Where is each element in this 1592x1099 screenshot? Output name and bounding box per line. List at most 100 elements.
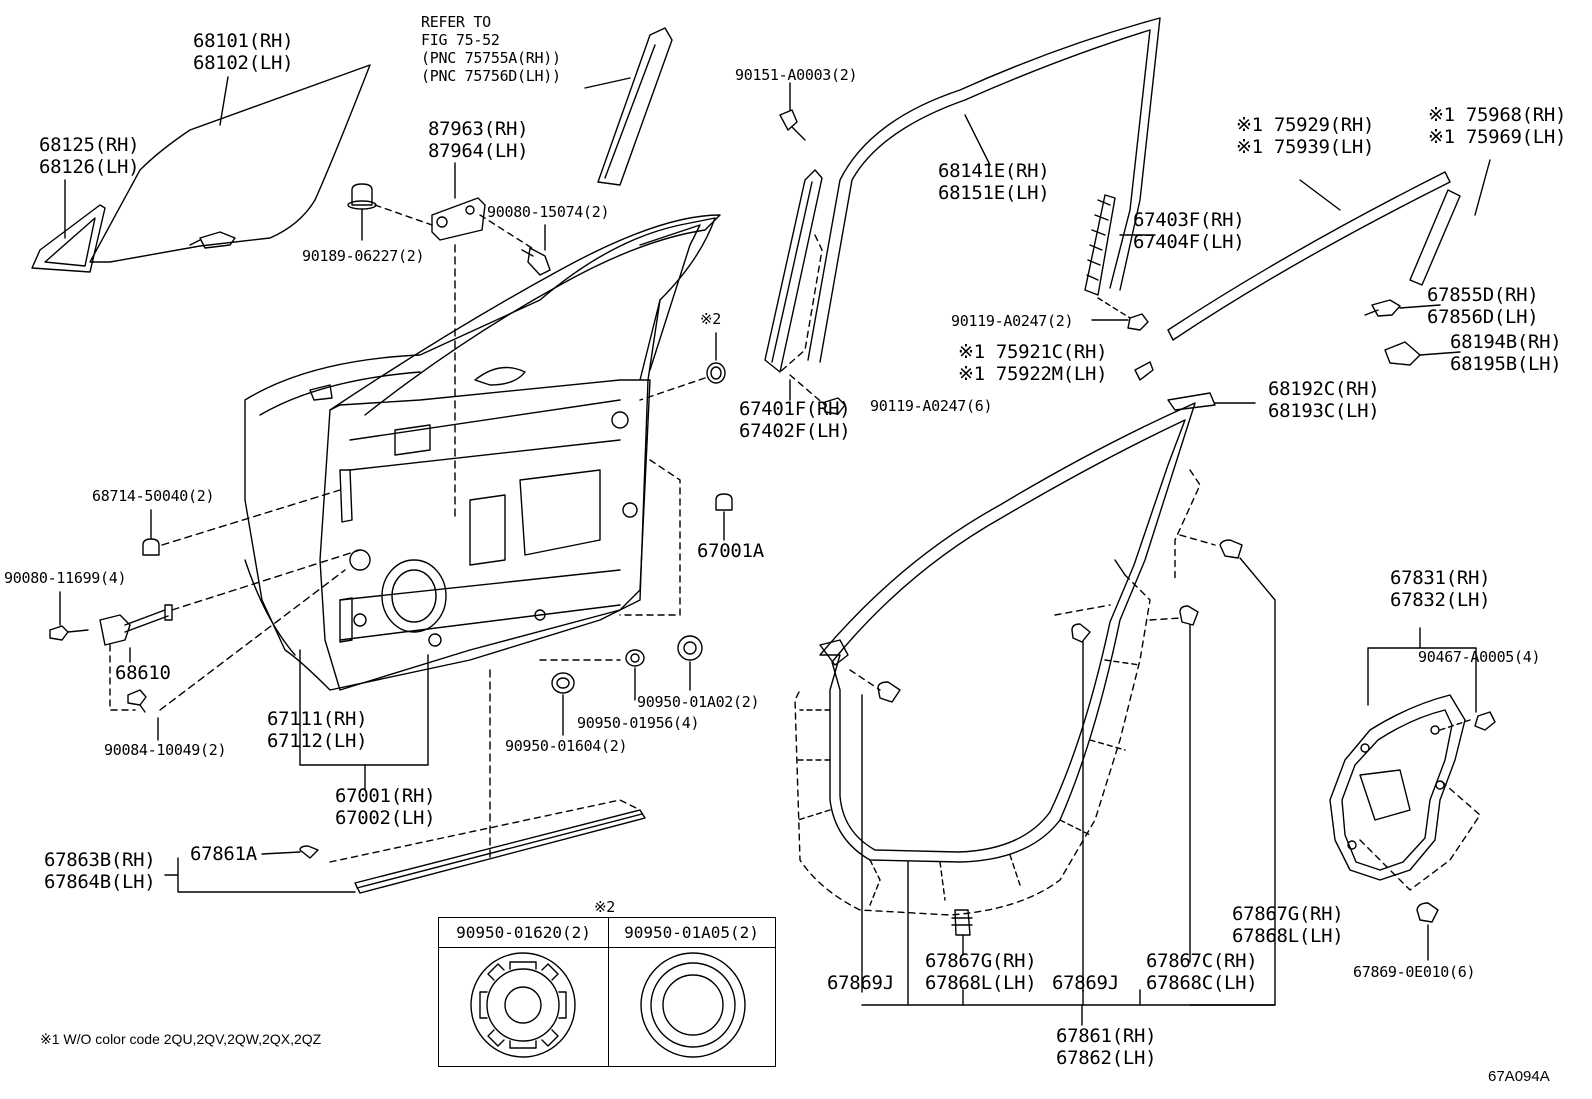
leader-68194 xyxy=(1419,351,1461,356)
dash-ws-6 xyxy=(849,669,881,691)
weatherstrip-clips-drawing xyxy=(877,539,1243,936)
clip-68714-drawing xyxy=(142,538,160,556)
plug-01620-drawing xyxy=(470,952,576,1058)
label-90080-15074: 90080-15074(2) xyxy=(487,203,610,221)
label-68192: 68192C(RH) 68193C(LH) xyxy=(1268,378,1380,422)
leader-68141 xyxy=(964,114,991,166)
label-67861: 67861(RH) 67862(LH) xyxy=(1056,1025,1157,1069)
label-68141: 68141E(RH) 68151E(LH) xyxy=(938,160,1050,204)
door-glass-drawing xyxy=(89,64,371,263)
label-68194: 68194B(RH) 68195B(LH) xyxy=(1450,331,1562,375)
dash-90467 xyxy=(1439,719,1471,731)
label-90119-a0247-2: 90119-A0247(2) xyxy=(951,312,1074,330)
service-cover-drawing xyxy=(1329,694,1496,923)
label-67111: 67111(RH) 67112(LH) xyxy=(267,708,368,752)
label-67831: 67831(RH) 67832(LH) xyxy=(1390,567,1491,611)
label-90950-01a02: 90950-01A02(2) xyxy=(637,693,760,711)
dash-67831 xyxy=(1359,779,1481,891)
label-67855: 67855D(RH) 67856D(LH) xyxy=(1427,284,1539,328)
emblem-75921-drawing xyxy=(1134,361,1154,381)
label-68101: 68101(RH) 68102(LH) xyxy=(193,30,294,74)
dash-67001a xyxy=(619,459,681,616)
table-marker: ※2 xyxy=(594,898,615,916)
mirror-bracket-drawing xyxy=(347,183,551,276)
dash-67401 xyxy=(779,234,823,373)
molding-75929-drawing xyxy=(1167,171,1461,341)
dash-ws-7 xyxy=(1179,534,1216,546)
tab-weatherstrip xyxy=(1114,559,1126,576)
bracket-67111 xyxy=(299,649,429,766)
label-refer-to: REFER TO FIG 75-52 (PNC 75755A(RH)) (PNC… xyxy=(421,13,561,85)
leader-refer xyxy=(584,77,631,89)
label-90119-a0247-6: 90119-A0247(6) xyxy=(870,397,993,415)
label-68610: 68610 xyxy=(115,662,171,684)
leader-67855 xyxy=(1399,304,1441,309)
dash-68714 xyxy=(161,489,341,546)
hole-plugs-drawing xyxy=(551,635,703,694)
label-67867g-right: 67867G(RH) 67868L(LH) xyxy=(1232,903,1344,947)
dash-ws-3 xyxy=(794,659,1141,906)
label-67869-0e010: 67869-0E010(6) xyxy=(1353,963,1476,981)
clip-67001a-drawing xyxy=(715,493,733,511)
dash-90084 xyxy=(159,569,346,711)
leader-68101 xyxy=(219,76,229,126)
diagram-id: 67A094A xyxy=(1488,1068,1550,1085)
label-68714: 68714-50040(2) xyxy=(92,487,215,505)
bracket-ticks xyxy=(907,861,1141,1006)
division-bar-drawing xyxy=(1084,194,1149,331)
bracket-67831 xyxy=(1367,627,1477,713)
label-75921: ※1 75921C(RH) ※1 75922M(LH) xyxy=(958,341,1108,385)
label-90950-01956: 90950-01956(4) xyxy=(577,714,700,732)
door-check-drawing xyxy=(49,604,173,713)
dash-68610-b xyxy=(109,644,136,711)
door-panel-drawing xyxy=(244,214,721,691)
label-90189: 90189-06227(2) xyxy=(302,247,425,265)
label-90084: 90084-10049(2) xyxy=(104,741,227,759)
label-75929: ※1 75929(RH) ※1 75939(LH) xyxy=(1236,114,1375,158)
weatherstrip-drawing xyxy=(819,402,1196,863)
molding-drawing xyxy=(299,809,646,894)
label-75968: ※1 75968(RH) ※1 75969(LH) xyxy=(1428,104,1567,148)
label-67869j-left: 67869J xyxy=(827,972,894,994)
pillar-garnish-drawing xyxy=(597,27,673,186)
label-67403: 67403F(RH) 67404F(LH) xyxy=(1133,209,1245,253)
label-90950-01604: 90950-01604(2) xyxy=(505,737,628,755)
label-90151: 90151-A0003(2) xyxy=(735,66,858,84)
table-header-01620: 90950-01620(2) xyxy=(439,918,608,948)
leader-67861a xyxy=(261,851,301,855)
label-67861a: 67861A xyxy=(190,843,257,865)
dash-ws-5 xyxy=(1149,617,1181,621)
label-67001a: 67001A xyxy=(697,540,764,562)
label-x2-plug: ※2 xyxy=(700,310,721,328)
dash-67403 xyxy=(1097,297,1131,319)
label-90467: 90467-A0005(4) xyxy=(1418,648,1541,666)
label-67869j-right: 67869J xyxy=(1052,972,1119,994)
dash-ws-1 xyxy=(1174,469,1201,581)
glass-run-drawing xyxy=(807,17,1161,363)
label-67401: 67401F(RH) 67402F(LH) xyxy=(739,398,851,442)
table-divider xyxy=(608,918,609,1066)
dash-90080 xyxy=(479,214,536,251)
dash-ws-2 xyxy=(794,574,1151,916)
leader-75929 xyxy=(1299,179,1341,211)
label-67001: 67001(RH) 67002(LH) xyxy=(335,785,436,829)
plug-01a05-drawing xyxy=(640,952,746,1058)
footnote: ※1 W/O color code 2QU,2QV,2QW,2QX,2QZ xyxy=(40,1031,322,1047)
label-68125: 68125(RH) 68126(LH) xyxy=(39,134,140,178)
dash-68610 xyxy=(171,549,361,611)
dash-90189 xyxy=(374,204,433,226)
bracket-67863 xyxy=(164,857,356,893)
label-87963: 87963(RH) 87964(LH) xyxy=(428,118,529,162)
label-67863: 67863B(RH) 67864B(LH) xyxy=(44,849,156,893)
dash-90119b xyxy=(789,374,826,406)
quarter-glass-drawing xyxy=(31,204,106,273)
dash-molding xyxy=(329,799,641,863)
dash-ws-4 xyxy=(1054,604,1111,616)
frame-molding-67401-drawing xyxy=(764,109,823,373)
leader-75968 xyxy=(1474,159,1491,216)
label-67867c: 67867C(RH) 67868C(LH) xyxy=(1146,950,1258,994)
plug-x2-drawing xyxy=(706,362,726,384)
dash-x2 xyxy=(639,377,706,401)
